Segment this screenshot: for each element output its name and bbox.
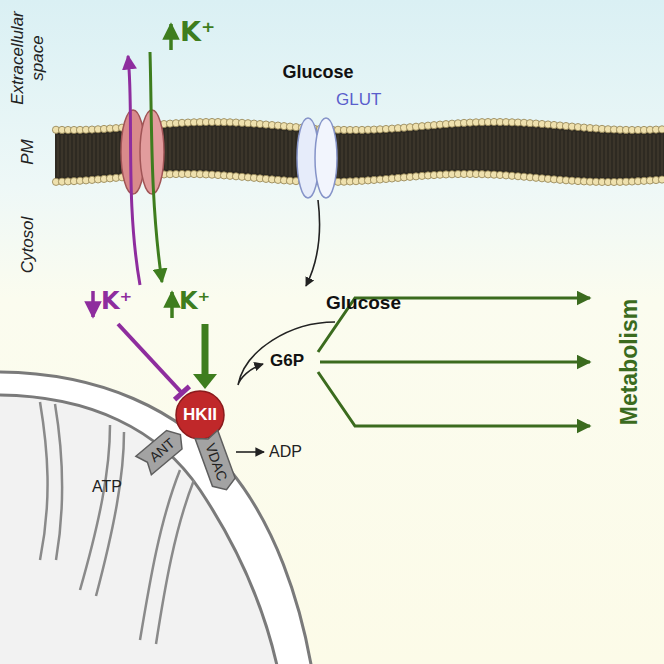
molecule-label: Glucose (282, 62, 353, 83)
carrier-protein: ANT (134, 424, 189, 476)
node-label: GLUT (336, 90, 381, 110)
decrease-arrow (91, 291, 95, 317)
molecule-label: G6P (270, 351, 304, 371)
activation-arrow (202, 324, 209, 375)
molecule-label: ATP (92, 478, 122, 496)
pathway-label: Metabolism (616, 299, 642, 426)
ion-label: K⁺ (179, 288, 210, 316)
increase-arrow (170, 292, 174, 318)
glucose-transporter: GLUT (296, 90, 385, 202)
region-label: PM (18, 139, 38, 165)
inhibition-line (118, 324, 182, 393)
node-label: HKII (183, 405, 217, 425)
metabolism-arrow (318, 372, 590, 426)
activation-head (193, 374, 217, 389)
molecule-label: Glucose (326, 292, 401, 314)
mitochondrion (0, 372, 312, 664)
metabolism-arrow (320, 361, 590, 364)
influx-arrow (150, 52, 162, 282)
efflux-arrow (128, 56, 140, 285)
molecule-label: ADP (269, 443, 302, 461)
ion-label: K⁺ (101, 288, 132, 316)
increase-arrow (169, 24, 173, 50)
ion-label: K⁺ (180, 16, 215, 47)
region-label: Cytosol (18, 217, 38, 274)
potassium-channel (121, 110, 164, 194)
region-label: Extracellular space (8, 2, 47, 114)
channel-protein: VDAC (193, 429, 238, 495)
transport-arrow (306, 200, 320, 286)
release-arrow (236, 451, 264, 453)
